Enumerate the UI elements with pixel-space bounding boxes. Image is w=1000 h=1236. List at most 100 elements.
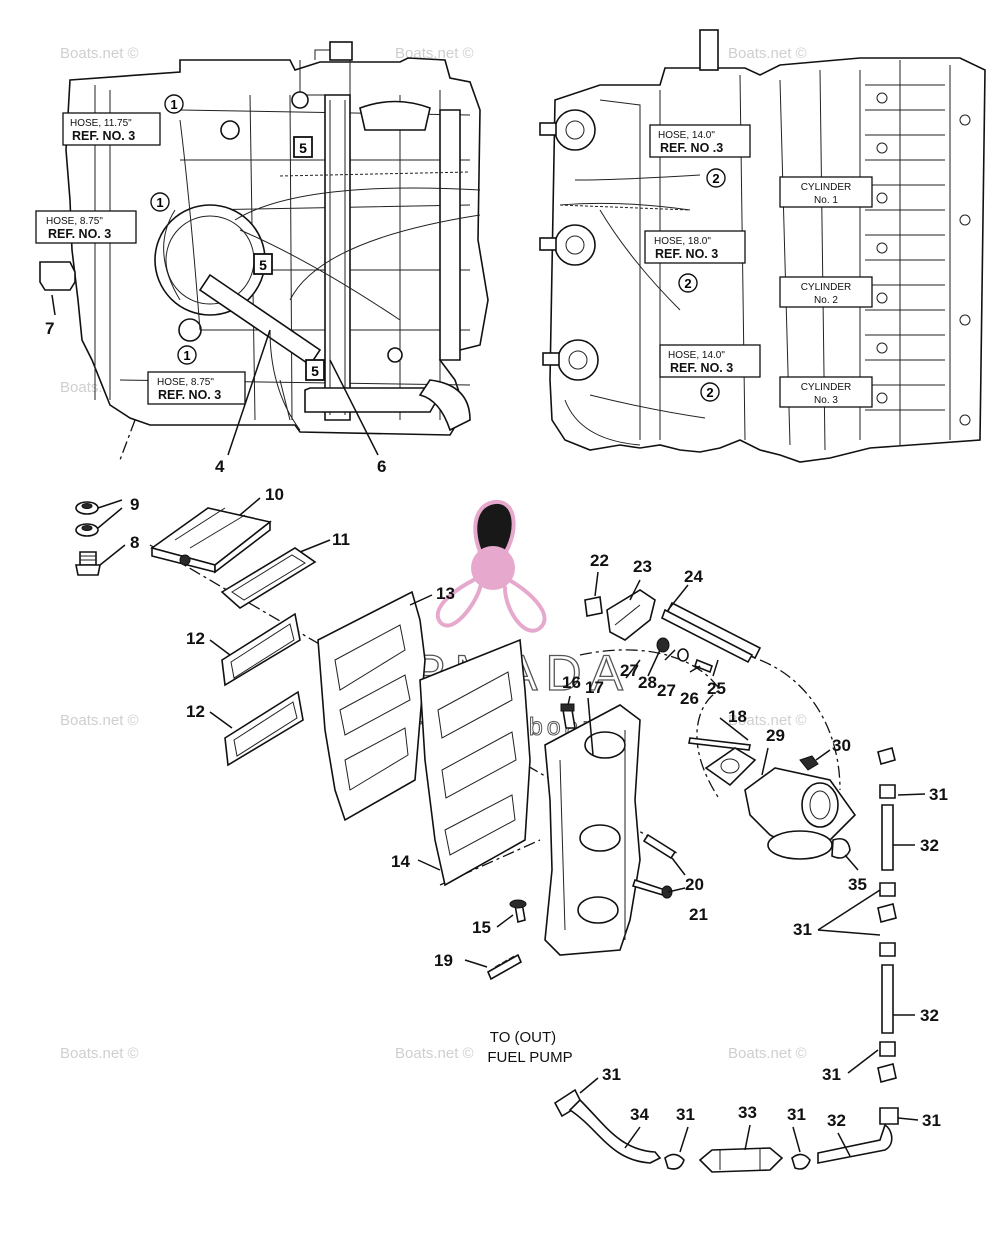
circled-ref: 2 — [700, 382, 720, 402]
callout-11: 11 — [332, 530, 350, 549]
callout-4: 4 — [215, 457, 225, 476]
cylinder-label-number: No. 3 — [814, 395, 838, 406]
hose-label-h2: HOSE, 8.75" REF. NO. 3 — [35, 210, 137, 244]
callout-31: 31 — [822, 1065, 841, 1084]
screw-21 — [631, 878, 673, 899]
boxed-ref: 5 — [305, 359, 325, 381]
intake-manifold-17 — [544, 704, 641, 956]
alignment-line — [759, 659, 841, 791]
alignment-line — [579, 649, 721, 801]
callout-17: 17 — [585, 678, 604, 697]
callout-20: 20 — [685, 875, 704, 894]
callout-22: 22 — [590, 551, 609, 570]
callout-27: 27 — [657, 681, 676, 700]
screw-15 — [509, 899, 527, 924]
circled-ref-number: 1 — [183, 348, 190, 363]
fuel-pump-note-line2: FUEL PUMP — [487, 1049, 572, 1066]
left-engine-view — [39, 41, 489, 436]
leader-lines — [51, 294, 926, 1157]
callout-31: 31 — [922, 1111, 941, 1130]
watermark: Boats.net © — [60, 1045, 139, 1062]
cylinder-label-title: CYLINDER — [801, 282, 852, 293]
callout-8: 8 — [130, 533, 139, 552]
gasket-14 — [419, 638, 531, 887]
callout-27: 27 — [620, 661, 639, 680]
hose-label-ref: REF. NO .3 — [660, 141, 723, 155]
callout-34: 34 — [630, 1105, 649, 1124]
circled-ref-number: 1 — [170, 97, 177, 112]
hose-label-ref: REF. NO. 3 — [48, 227, 111, 241]
gasket-11 — [220, 547, 317, 609]
circled-ref: 2 — [706, 168, 726, 188]
hose-label-length: HOSE, 18.0" — [654, 236, 711, 247]
fuel-line-assembly — [553, 747, 899, 1173]
watermark: Boats.net © — [728, 45, 807, 62]
callout-6: 6 — [377, 457, 386, 476]
hose-label-ref: REF. NO. 3 — [158, 388, 221, 402]
hose-label-box — [62, 112, 161, 146]
callout-12: 12 — [186, 702, 205, 721]
callout-16: 16 — [562, 673, 581, 692]
cylinder-label-box — [779, 376, 873, 408]
propeller-icon — [435, 500, 547, 633]
cylinder-label-1: CYLINDER No. 1 — [779, 176, 873, 208]
circled-ref: 2 — [678, 273, 698, 293]
hose-label-h3: HOSE, 8.75" REF. NO. 3 — [147, 371, 246, 405]
callout-14: 14 — [391, 852, 410, 871]
hose-label-h4: HOSE, 14.0" REF. NO .3 — [649, 124, 751, 158]
hose-label-h6: HOSE, 14.0" REF. NO. 3 — [659, 344, 761, 378]
circled-ref: 1 — [177, 345, 197, 365]
watermark: Boats.net © — [60, 712, 139, 729]
callout-32: 32 — [920, 836, 939, 855]
gasket-29 — [704, 747, 757, 787]
callout-33: 33 — [738, 1103, 757, 1122]
callout-19: 19 — [434, 951, 453, 970]
stud-20 — [642, 833, 677, 860]
hose-label-ref: REF. NO. 3 — [670, 361, 733, 375]
callout-13: 13 — [436, 584, 455, 603]
callout-32: 32 — [920, 1006, 939, 1025]
hose-label-length: HOSE, 11.75" — [70, 118, 132, 129]
boxed-ref: 5 — [293, 136, 313, 158]
callout-31: 31 — [929, 785, 948, 804]
hose-label-ref: REF. NO. 3 — [655, 247, 718, 261]
callout-21: 21 — [689, 905, 708, 924]
circled-ref-number: 2 — [712, 171, 719, 186]
cylinder-label-title: CYLINDER — [801, 382, 852, 393]
screw-8 — [75, 551, 101, 576]
callout-15: 15 — [472, 918, 491, 937]
stud-18 — [688, 737, 751, 751]
callout-31: 31 — [793, 920, 812, 939]
boxed-ref: 5 — [253, 253, 273, 275]
nut-30 — [799, 755, 819, 771]
boxed-ref-number: 5 — [299, 140, 307, 156]
hose-label-length: HOSE, 14.0" — [668, 350, 725, 361]
callout-31: 31 — [676, 1105, 695, 1124]
callout-31: 31 — [602, 1065, 621, 1084]
circled-ref-number: 2 — [706, 385, 713, 400]
bracket-23 — [606, 589, 656, 641]
callout-9: 9 — [130, 495, 139, 514]
cylinder-label-number: No. 1 — [814, 195, 838, 206]
callout-25: 25 — [707, 679, 726, 698]
callout-7: 7 — [45, 319, 54, 338]
hose-label-length: HOSE, 14.0" — [658, 130, 715, 141]
boxed-ref-number: 5 — [311, 363, 319, 379]
circled-ref: 1 — [164, 94, 184, 114]
hose-label-box — [147, 371, 246, 405]
watermark: Boats.net © — [728, 1045, 807, 1062]
circled-ref: 1 — [150, 192, 170, 212]
callout-24: 24 — [684, 567, 703, 586]
cylinder-label-2: CYLINDER No. 2 — [779, 276, 873, 308]
screw-16 — [560, 703, 576, 729]
callout-numbers: 7 4 6 9 8 10 11 12 12 13 14 15 16 17 18 … — [45, 319, 948, 1130]
rod-24 — [661, 601, 762, 664]
circled-ref-number: 1 — [156, 195, 163, 210]
callout-18: 18 — [728, 707, 747, 726]
cylinder-label-3: CYLINDER No. 3 — [779, 376, 873, 408]
right-engine-view — [539, 29, 986, 463]
cylinder-label-title: CYLINDER — [801, 182, 852, 193]
watermark: Boats.net © — [395, 1045, 474, 1062]
